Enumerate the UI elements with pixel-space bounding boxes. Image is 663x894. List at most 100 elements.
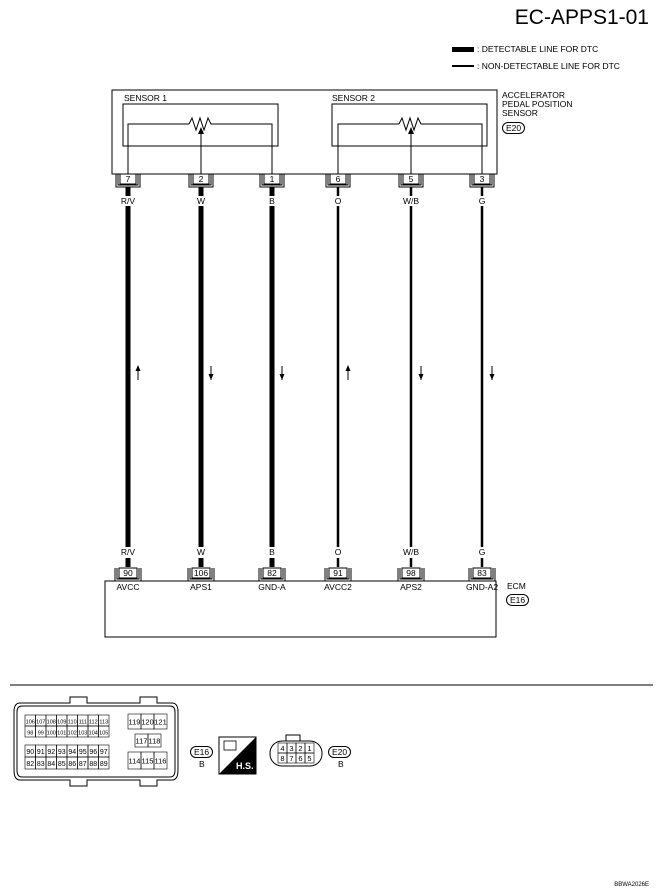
sensor-pin-2: 2 [198, 174, 204, 184]
ecm-signal-aps1: APS1 [190, 582, 212, 592]
harness-side-icon [218, 736, 257, 775]
svg-text:4: 4 [280, 744, 284, 753]
wire-color-bottom: R/V [120, 547, 136, 557]
svg-text:105: 105 [99, 731, 108, 737]
ecm-signal-gnd-a2: GND-A2 [465, 582, 499, 592]
ecm-pin-90: 90 [123, 568, 133, 578]
svg-text:111: 111 [79, 720, 87, 726]
thick-line-swatch [452, 46, 474, 52]
svg-text:101: 101 [57, 731, 66, 737]
sensor-housing [111, 89, 498, 175]
wire-color-top: W [196, 196, 206, 206]
svg-text:100: 100 [47, 731, 56, 737]
ecm-signal-aps2: APS2 [400, 582, 422, 592]
sensor-name-2: PEDAL POSITION [502, 99, 573, 109]
svg-text:97: 97 [100, 749, 108, 756]
svg-text:106: 106 [26, 720, 35, 726]
svg-text:99: 99 [38, 731, 44, 737]
legend-label: : NON-DETECTABLE LINE FOR DTC [477, 61, 620, 71]
svg-text:114: 114 [129, 757, 141, 766]
wire-color-top: B [269, 196, 275, 206]
sensor-pin-7: 7 [125, 174, 131, 184]
sensor-name-1: ACCELERATOR [502, 90, 565, 100]
ecm-box [104, 580, 497, 638]
svg-text:118: 118 [149, 737, 161, 746]
svg-text:113: 113 [99, 720, 108, 726]
svg-text:112: 112 [89, 720, 98, 726]
sensor-pin-3: 3 [479, 174, 485, 184]
svg-text:93: 93 [58, 749, 66, 756]
ecm-pin-83: 83 [477, 568, 487, 578]
svg-text:91: 91 [37, 749, 45, 756]
wire-color-top: O [334, 196, 342, 206]
wire-color-top: W/B [402, 196, 420, 206]
svg-text:2: 2 [298, 744, 302, 753]
svg-text:116: 116 [155, 757, 167, 766]
connector-badge-e20: E20 [502, 122, 526, 134]
svg-text:89: 89 [100, 761, 108, 768]
connector-badge-e16: E16 [506, 594, 530, 606]
ecm-pin-106: 106 [193, 568, 209, 578]
svg-text:8: 8 [280, 754, 284, 763]
svg-text:109: 109 [57, 720, 66, 726]
ecm-pin-82: 82 [267, 568, 277, 578]
svg-text:83: 83 [37, 761, 45, 768]
svg-text:119: 119 [129, 718, 141, 727]
svg-text:85: 85 [58, 761, 66, 768]
figure-id: BBWA2026E [614, 882, 649, 888]
svg-text:1: 1 [307, 744, 311, 753]
svg-text:82: 82 [26, 761, 34, 768]
svg-text:107: 107 [36, 720, 45, 726]
sensor-pin-6: 6 [335, 174, 341, 184]
svg-text:6: 6 [298, 754, 302, 763]
legend-non-detectable: : NON-DETECTABLE LINE FOR DTC [452, 61, 620, 71]
legend-detectable: : DETECTABLE LINE FOR DTC [452, 44, 598, 54]
wire-color-bottom: W [196, 547, 206, 557]
wire-color-top: G [478, 196, 486, 206]
wire-color-bottom: B [269, 547, 275, 557]
e16-view-badge: E16 [190, 746, 214, 758]
e16-view-color: B [199, 759, 205, 769]
svg-text:115: 115 [142, 757, 154, 766]
ecm-pin-98: 98 [406, 568, 416, 578]
svg-text:90: 90 [26, 749, 34, 756]
ecm-name: ECM [507, 581, 526, 591]
svg-text:110: 110 [68, 720, 77, 726]
thin-line-swatch [452, 65, 474, 67]
svg-text:86: 86 [68, 761, 76, 768]
sensor2-box [331, 103, 488, 147]
ecm-pin-91: 91 [333, 568, 343, 578]
wire-color-bottom: G [478, 547, 486, 557]
sensor-pin-1: 1 [269, 174, 275, 184]
svg-text:117: 117 [136, 737, 148, 746]
svg-text:88: 88 [89, 761, 97, 768]
svg-text:84: 84 [47, 761, 55, 768]
wire-color-bottom: O [334, 547, 342, 557]
ecm-signal-avcc2: AVCC2 [324, 582, 352, 592]
legend-label: : DETECTABLE LINE FOR DTC [477, 44, 599, 54]
wire-color-bottom: W/B [402, 547, 420, 557]
ecm-signal-avcc: AVCC [116, 582, 140, 592]
svg-text:102: 102 [68, 731, 77, 737]
svg-text:92: 92 [47, 749, 55, 756]
sensor2-label: SENSOR 2 [332, 93, 375, 103]
svg-text:103: 103 [78, 731, 87, 737]
svg-text:108: 108 [47, 720, 56, 726]
e20-view-color: B [338, 759, 344, 769]
svg-text:98: 98 [27, 731, 33, 737]
svg-text:96: 96 [89, 749, 97, 756]
svg-text:95: 95 [79, 749, 87, 756]
svg-text:94: 94 [68, 749, 76, 756]
sensor1-label: SENSOR 1 [124, 93, 167, 103]
svg-text:87: 87 [79, 761, 87, 768]
e20-view-badge: E20 [328, 746, 352, 758]
page-title: EC-APPS1-01 [514, 6, 649, 29]
sensor-pin-5: 5 [408, 174, 414, 184]
svg-text:104: 104 [89, 731, 98, 737]
wire-color-top: R/V [120, 196, 136, 206]
svg-text:5: 5 [307, 754, 311, 763]
ecm-signal-gnd-a: GND-A [258, 582, 286, 592]
